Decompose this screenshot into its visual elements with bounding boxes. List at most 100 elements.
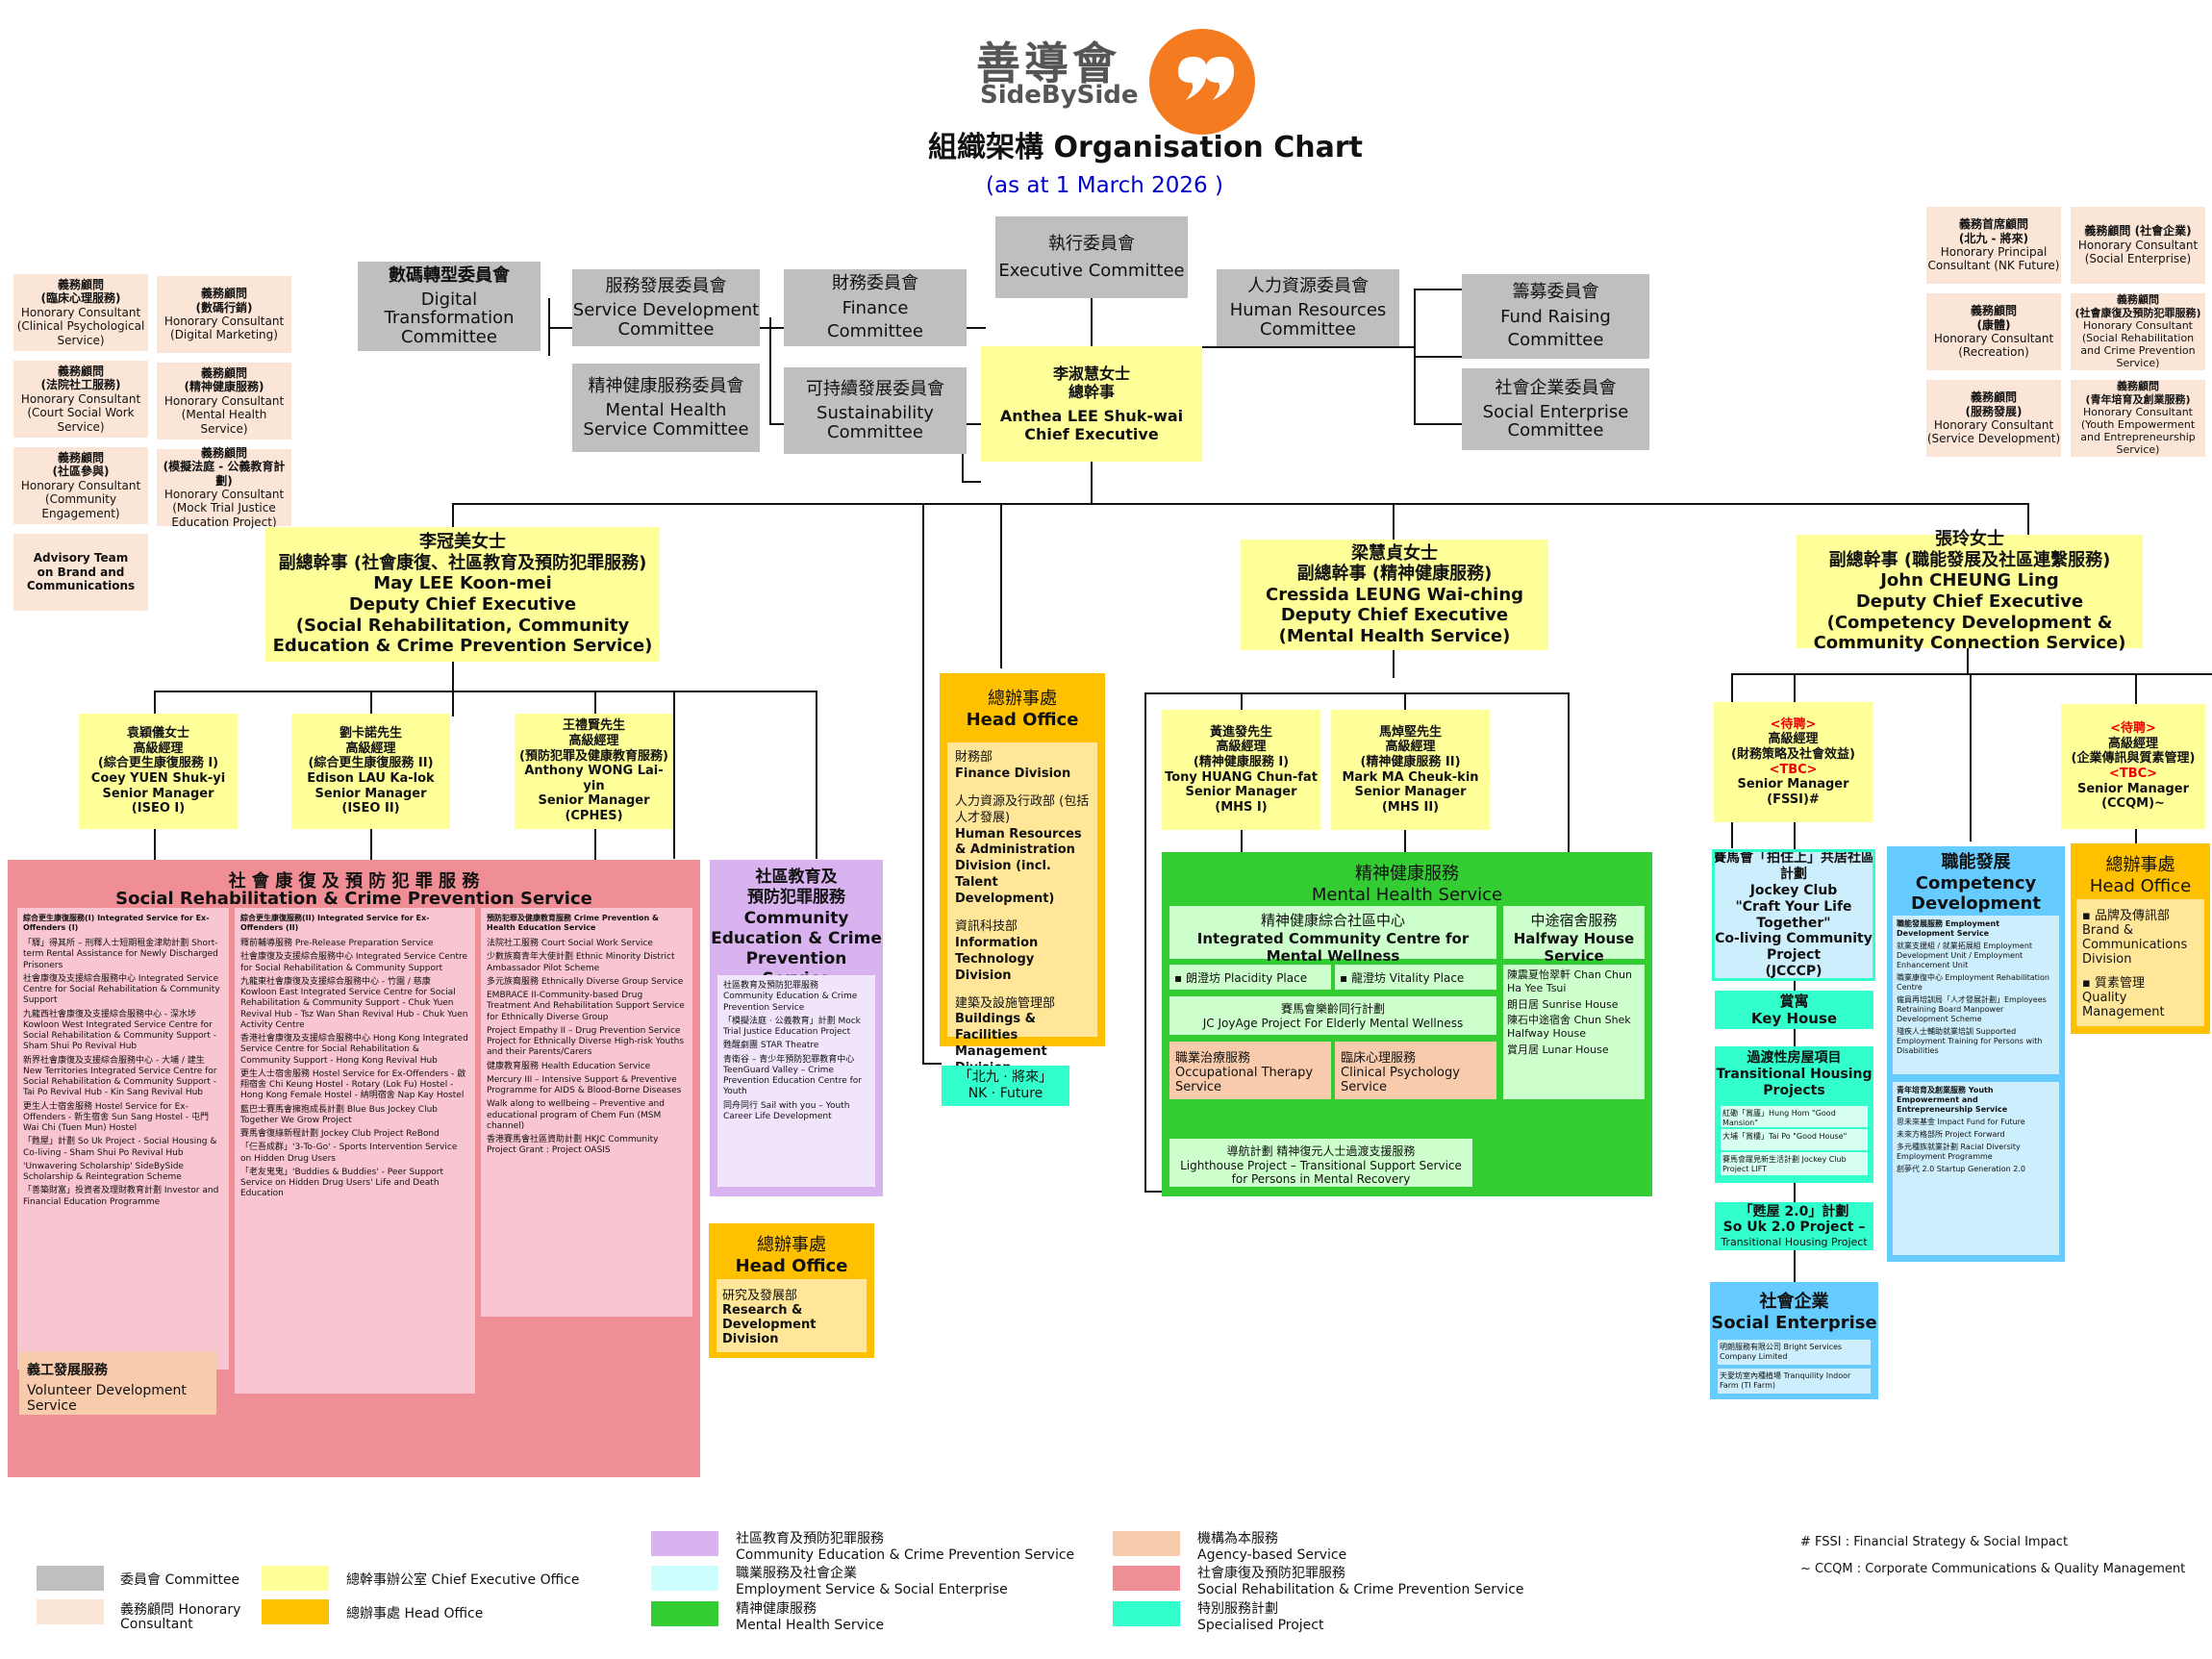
nk-en: NK · Future: [968, 1086, 1043, 1101]
vitality-place: ▪ 龍澄坊 Vitality Place: [1335, 965, 1496, 990]
list-item: 「甦屋」計劃 So Uk Project - Social Housing & …: [23, 1137, 217, 1158]
sm-area-zh: (企業傳訊與質素管理): [2071, 751, 2196, 767]
competency-development-panel: 職能發展 Competency Development 職能發展服務 Emplo…: [1887, 846, 2065, 1262]
srcp-col1-heading: 綜合更生康復服務(I) Integrated Service for Ex-Of…: [23, 914, 210, 932]
halfway-header: 中途宿舍服務 Halfway House Service: [1503, 906, 1645, 965]
jcccp-line: Project: [1766, 947, 1822, 964]
list-item: 九龍西社會康復及支援綜合服務中心 - 深水埗 Kowloon West Inte…: [23, 1009, 217, 1052]
head-office-title-zh: 總辦事處: [988, 689, 1057, 709]
halfway-zh: 中途宿舍服務: [1530, 912, 1618, 929]
head-office-panel-2: 總辦事處 Head Office 研究及發展部 Research & Devel…: [709, 1223, 874, 1358]
key-house: 賞寓 Key House: [1715, 991, 1873, 1029]
senior-manager-ccqm: <待聘>高級經理(企業傳訊與質素管理)<TBC>Senior Manager(C…: [2061, 704, 2205, 829]
hc-area-en: (Social Enterprise): [2084, 252, 2192, 266]
list-item: Walk along to wellbeing – Preventive and…: [487, 1099, 665, 1131]
hc-area-zh: (服務發展): [1965, 404, 2023, 418]
list-item: 社會康復及支援綜合服務中心 Integrated Service Centre …: [23, 973, 220, 1006]
thp-item: 大埔「賞樓」Tai Po "Good House": [1721, 1129, 1868, 1150]
placidity-place: ▪ 朗澄坊 Placidity Place: [1169, 965, 1331, 990]
dce-name-zh: 張玲女士: [1935, 529, 2004, 550]
jcccp-line: Jockey Club: [1749, 882, 1838, 898]
legend-line: Community Education & Crime Prevention S…: [736, 1546, 1075, 1563]
hc-title-en: Honorary Consultant: [163, 314, 285, 328]
list-item: 就業支援組 / 就業拓展組 Employment Development Uni…: [1897, 942, 2033, 969]
division-en: Finance Division: [955, 766, 1071, 781]
sm-name-en: Anthony WONG Lai-yin: [524, 764, 664, 793]
icmw-item: 龍澄坊 Vitality Place: [1350, 971, 1465, 985]
ceo-title-en: Chief Executive: [1024, 425, 1159, 444]
legend-line: 社區教育及預防犯罪服務: [736, 1531, 884, 1546]
sm-title-en: Senior Manager: [1185, 785, 1297, 800]
hc-title: 義務顧問: [2117, 380, 2159, 393]
hc-area-zh: (康體): [1976, 317, 2011, 332]
halfway-items: 陳震夏怡翠軒 Chan Chun Ha Yee Tsui 朗日居 Sunrise…: [1507, 968, 1641, 1057]
lighthouse-zh: 導航計劃 精神復元人士過渡支援服務: [1226, 1144, 1416, 1158]
cecp-list-panel: 社區教育及預防犯罪服務 Community Education & Crime …: [717, 975, 875, 1187]
sm-name-zh: 劉卡諾先生: [339, 726, 402, 742]
hc-area-en: (Mental Health Service): [181, 408, 267, 436]
page-title: 組織架構 Organisation Chart: [928, 131, 1363, 164]
hc-title: 義務顧問: [2117, 293, 2159, 307]
advisory-team: Advisory Team on Brand and Communication…: [13, 534, 148, 611]
legend-line: Employment Service & Social Enterprise: [736, 1581, 1008, 1597]
dce-name-zh: 李冠美女士: [419, 532, 506, 553]
chart-date: (as at 1 March 2026 ): [986, 173, 1223, 198]
list-item: 釋前輔導服務 Pre-Release Preparation Service: [240, 939, 434, 948]
comp-title: 職能發展 Competency Development: [1887, 846, 2065, 915]
hc-area-zh: (北九 - 將來): [1958, 231, 2029, 245]
honorary-consultant-card: 義務顧問 (社區參與) Honorary Consultant (Communi…: [13, 447, 148, 524]
list-item: 社會康復及支援綜合服務中心 Integrated Service Centre …: [240, 952, 468, 973]
dce-area-en: Education & Crime Prevention Service): [272, 636, 653, 657]
list-item: 創夢代 2.0 Startup Generation 2.0: [1897, 1165, 2025, 1173]
list-item: 「仨吾成群」'3-To-Go' - Sports Intervention Se…: [240, 1143, 458, 1164]
social-committee-en: Social Enterprise Committee: [1482, 401, 1629, 441]
hc-area-en: (Court Social Work Service): [27, 406, 135, 434]
dce-area-en: (Mental Health Service): [1278, 625, 1511, 646]
list-item: 甦醒劇團 STAR Theatre: [723, 1041, 819, 1051]
division-zh: 財務部: [955, 750, 993, 765]
srcp-title-en: Social Rehabilitation & Crime Prevention…: [115, 889, 592, 909]
division-en: Information Technology Division: [955, 935, 1039, 983]
list-item: 香港社會康復及支援綜合服務中心 Hong Kong Integrated Ser…: [240, 1034, 468, 1066]
souk-line: So Uk 2.0 Project –: [1722, 1219, 1866, 1236]
sm-area-en: (ISEO I): [131, 801, 186, 817]
list-item: Mercury III – Intensive Support & Preven…: [487, 1074, 682, 1095]
souk-line: Transitional Housing Project: [1721, 1236, 1868, 1249]
cp-en: Clinical Psychology Service: [1341, 1066, 1460, 1094]
list-item: 僱員再培訓局「人才發展計劃」Employees Retraining Board…: [1897, 995, 2047, 1023]
keyhouse-zh: 賞寓: [1779, 993, 1809, 1010]
list-item: 青衛谷 – 青少年預防犯罪教育中心 TeenGuard Valley – Cri…: [723, 1054, 862, 1097]
sm-title-zh: 高級經理: [345, 741, 396, 756]
finance-committee-en: Finance Committee: [827, 298, 923, 341]
legend-swatch-special: [1113, 1601, 1180, 1626]
list-item: 香港賽馬會社區資助計劃 HKJC Community Project Grant…: [487, 1135, 659, 1156]
legend-line: Agency-based Service: [1197, 1546, 1347, 1563]
comp-list-1: 就業支援組 / 就業拓展組 Employment Development Uni…: [1897, 942, 2055, 1056]
hc-title: 義務顧問: [200, 445, 247, 460]
list-item: 新界社會康復及支援綜合服務中心 - 大埔 / 建生 New Territorie…: [23, 1055, 217, 1098]
hc-area-zh: (精神健康服務): [184, 380, 264, 394]
sm-name-en: Coey YUEN Shuk-yi: [90, 771, 226, 786]
list-item: EMBRACE II-Community-based Drug Treatmen…: [487, 991, 685, 1022]
list-item: 「驛」得其所 – 刑釋人士短期租金津助計劃 Short-term Rental …: [23, 939, 218, 970]
nk-future-project: 「北九 · 將來」 NK · Future: [942, 1066, 1069, 1106]
legend-line: 義務顧問 Honorary: [120, 1602, 241, 1618]
logo: 善導會 SideBySide: [976, 29, 1255, 135]
jcccp-line: "Craft Your Life Together": [1735, 898, 1852, 931]
list-item: 'Unwavering Scholarship' SideBySide Scho…: [23, 1161, 184, 1182]
legend-line: 機構為本服務: [1197, 1531, 1278, 1546]
srcp-title-zh: 社 會 康 復 及 預 防 犯 罪 服 務: [228, 871, 480, 892]
dce-title-zh: 副總幹事 (精神健康服務): [1296, 564, 1493, 585]
cecp-title: 社區教育及 預防犯罪服務 Community Education & Crime…: [710, 867, 883, 991]
finance-committee: 財務委員會 Finance Committee: [784, 269, 967, 346]
head-office-title: 總辦事處 Head Office: [2071, 843, 2210, 896]
volunteer-zh: 義工發展服務: [27, 1363, 108, 1378]
legend-line: 精神健康服務: [736, 1601, 817, 1617]
sm-area-zh: (精神健康服務 I): [1193, 754, 1290, 769]
hc-area-en: (Social Rehabilitation: [2081, 332, 2195, 344]
srcp-column-3: 預防犯罪及健康教育服務 Crime Prevention & Health Ed…: [481, 908, 692, 1317]
